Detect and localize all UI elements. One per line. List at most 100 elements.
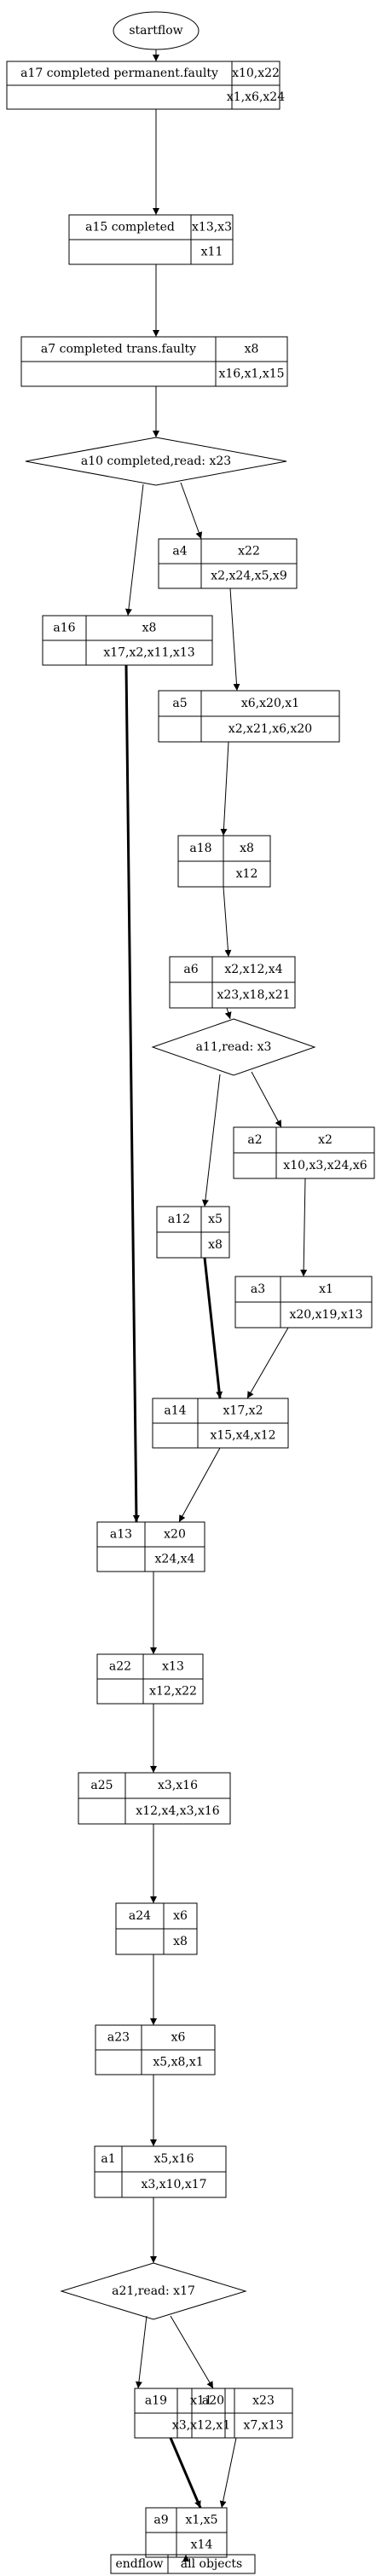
edge: [124, 664, 140, 1523]
node-bottom-vars: x7,x13: [244, 2419, 284, 2433]
node-top-vars: x10,x22: [232, 67, 280, 80]
node-a5: a5 x6,x20,x1 x2,x21,x6,x20: [158, 690, 340, 743]
node-a19: a19 x11 x3,x12,x1: [134, 2388, 230, 2439]
node-a24: a24 x6 x8: [115, 1902, 198, 1955]
edge: [300, 1178, 308, 1277]
node-name: a6: [183, 963, 198, 976]
edge: [224, 1007, 232, 1020]
node-bottom-vars: x3,x10,x17: [141, 2178, 206, 2191]
node-top-vars: x6: [173, 1909, 188, 1923]
edge: [203, 1257, 223, 1399]
node-top-vars: x8: [245, 343, 259, 356]
node-name: a5: [172, 697, 187, 710]
edge: [246, 1327, 289, 1399]
node-bottom-vars: x11: [201, 246, 223, 259]
node-name: a25: [90, 1779, 113, 1792]
node-bottom-vars: x5,x8,x1: [153, 2056, 203, 2069]
node-bottom-vars: x12,x22: [149, 1685, 197, 1699]
node-name: a13: [110, 1528, 132, 1542]
node-bottom-vars: x24,x4: [155, 1553, 195, 1566]
edge: [223, 886, 232, 958]
node-top-vars: x13: [162, 1660, 184, 1674]
node-a25: a25 x3,x16 x12,x4,x3,x16: [78, 1772, 231, 1825]
decision-label: a10 completed,read: x23: [81, 454, 231, 468]
end-label: endflow: [115, 2557, 163, 2571]
node-bottom-vars: x8: [173, 1935, 188, 1948]
node-top-vars: x3,x16: [158, 1779, 198, 1792]
node-name: a14: [164, 1404, 186, 1418]
node-name: a20: [202, 2394, 224, 2408]
node-bottom-vars: x3,x12,x1: [172, 2419, 230, 2433]
node-bottom-vars: x17,x2,x11,x13: [103, 646, 194, 660]
node-a20: a20 x23 x7,x13: [191, 2388, 293, 2439]
edge: [251, 1071, 282, 1128]
edge: [220, 741, 229, 836]
node-top-vars: x6: [171, 2031, 186, 2045]
node-a16: a16 x8 x17,x2,x11,x13: [42, 615, 213, 666]
node-top-vars: x17,x2: [223, 1404, 263, 1418]
node-top-vars: x5,x16: [154, 2152, 194, 2166]
decision-a21: a21,read: x17: [60, 2262, 247, 2320]
edge: [135, 2315, 148, 2389]
node-bottom-vars: x16,x1,x15: [218, 368, 284, 381]
node-top-vars: x6,x20,x1: [241, 697, 299, 710]
node-a22: a22 x13 x12,x22: [96, 1653, 204, 1705]
node-bottom-vars: x12,x4,x3,x16: [136, 1804, 219, 1818]
node-bottom-vars: x20,x19,x13: [289, 1308, 362, 1322]
edge: [178, 1447, 221, 1523]
node-a7: a7 completed trans.faulty x8 x16,x1,x15: [20, 336, 288, 387]
node-bottom-vars: x2,x24,x5,x9: [211, 570, 286, 583]
edge: [170, 2315, 214, 2389]
start-label: startflow: [129, 24, 182, 38]
node-bottom-vars: x8: [208, 1238, 223, 1252]
node-top-vars: x1: [319, 1282, 333, 1296]
node-name: a12: [168, 1213, 190, 1226]
edge: [229, 588, 240, 692]
node-top-vars: x22: [238, 545, 260, 559]
edge: [169, 2437, 202, 2509]
node-bottom-vars: x14: [191, 2538, 213, 2552]
node-top-vars: x23: [252, 2394, 275, 2408]
node-name: a22: [109, 1660, 131, 1674]
node-top-vars: x1,x5: [185, 2514, 217, 2527]
node-bottom-vars: x1,x6,x24: [227, 90, 285, 104]
edge: [180, 482, 203, 540]
node-top-vars: x5: [208, 1213, 223, 1226]
node-name: a24: [129, 1909, 151, 1923]
node-a3: a3 x1 x20,x19,x13: [234, 1276, 373, 1329]
edge: [124, 483, 144, 617]
start-node: startflow: [113, 11, 200, 50]
end-node: endflow all objects: [110, 2554, 256, 2574]
node-name: a2: [247, 1133, 262, 1147]
node-top-vars: x13,x3: [192, 221, 232, 234]
node-name: a23: [107, 2031, 130, 2045]
node-name: a19: [145, 2394, 167, 2408]
edges: [124, 49, 308, 2562]
decision-label: a11,read: x3: [196, 1040, 272, 1054]
node-top-vars: x8: [142, 622, 157, 635]
node-a23: a23 x6 x5,x8,x1: [95, 2024, 216, 2075]
node-name: a16: [53, 622, 75, 635]
edge: [219, 2437, 237, 2509]
node-bottom-vars: x15,x4,x12: [210, 1429, 275, 1443]
node-top-vars: x11: [190, 2394, 212, 2408]
decision-label: a21,read: x17: [112, 2284, 195, 2298]
decision-a10: a10 completed,read: x23: [25, 437, 287, 486]
node-name: a4: [172, 545, 187, 559]
node-bottom-vars: x2,x21,x6,x20: [228, 722, 312, 736]
end-objects-label: all objects: [181, 2557, 242, 2571]
node-name: a18: [189, 842, 211, 855]
node-top-vars: x2: [318, 1133, 333, 1147]
node-name: a3: [251, 1282, 265, 1296]
node-name: a7 completed trans.faulty: [41, 343, 196, 356]
